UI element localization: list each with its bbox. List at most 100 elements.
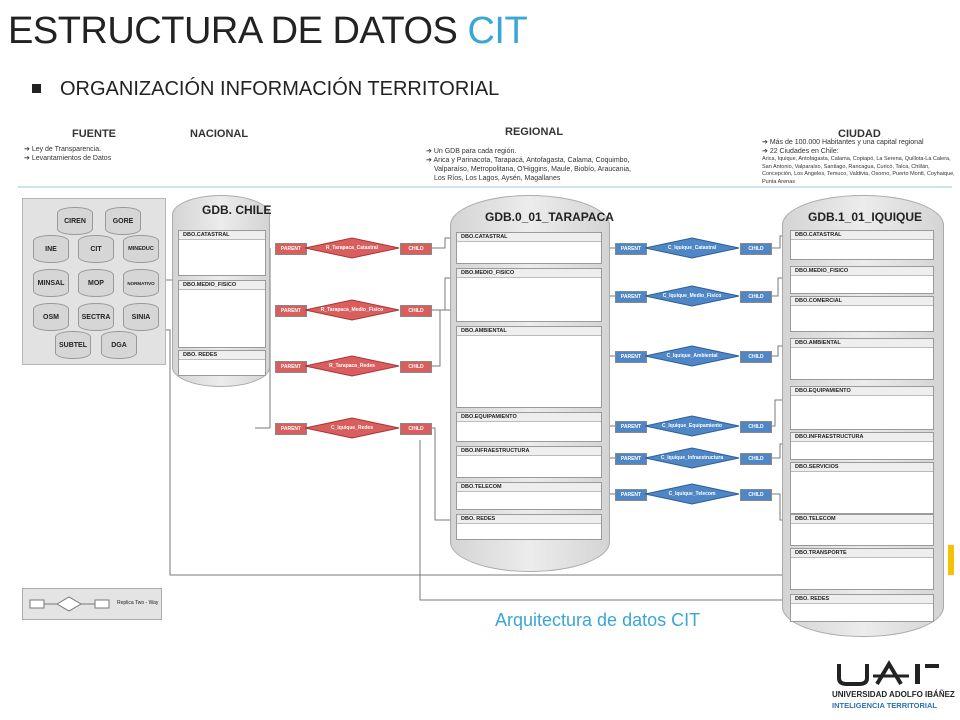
schema-box: DBO. REDES [790,594,934,622]
schema-box: DBO. REDES [178,350,266,376]
sources-panel: CIREN GORE INE CIT MINEDUC MINSAL MOP NO… [22,198,166,365]
schema-title: DBO.COMERCIAL [791,297,933,306]
schema-box: DBO.AMBIENTAL [456,326,602,408]
schema-title: DBO.MEDIO_FISICO [179,281,265,290]
relation-parent: PARENT [615,453,647,465]
schema-title: DBO.CATASTRAL [791,231,933,240]
relation-child: CHILD [400,361,432,373]
schema-box: DBO.EQUIPAMIENTO [790,386,934,430]
legend: Replica Two - Way [22,588,162,620]
relation-child: CHILD [740,291,772,303]
relation-child: CHILD [400,243,432,255]
source-db: OSM [33,303,69,331]
relation-child: CHILD [740,489,772,501]
relation-child: CHILD [400,305,432,317]
schema-box: DBO.CATASTRAL [790,230,934,260]
schema-box: DBO.TRANSPORTE [790,548,934,590]
source-db: MINEDUC [123,235,159,263]
relation-name: R_Tarapaca_Catastral [325,245,379,251]
regional-notes: ➔ Un GDB para cada región. ➔ Arica y Par… [426,147,631,183]
diagram-caption: Arquitectura de datos CIT [495,610,701,630]
schema-title: DBO.EQUIPAMIENTO [791,387,933,396]
schema-title: DBO. REDES [179,351,265,360]
schema-box: DBO.MEDIO_FISICO [790,266,934,294]
relation-name: R_Tarapaca_Medio_Fisico [320,307,384,313]
relation-diamond [645,483,740,505]
gdb-regional-title: GDB.0_01_TARAPACA [485,210,614,224]
uai-logo-icon [837,660,939,686]
relation-diamond [305,417,400,439]
schema-title: DBO.MEDIO_FISICO [791,267,933,276]
relation-name: C_Iquique_Medio_Fisico [662,293,722,299]
schema-box: DBO.AMBIENTAL [790,338,934,380]
page-title: ESTRUCTURA DE DATOS CIT [8,10,528,53]
source-db: SINIA [123,303,159,331]
schema-title: DBO.CATASTRAL [179,231,265,240]
relation-parent: PARENT [275,305,307,317]
source-db: SECTRA [78,303,114,331]
relation-child: CHILD [740,421,772,433]
relation-name: C_Iquique_Equipamiento [661,423,722,429]
regional-note: ➔ Arica y Parinacota, Tarapacá, Antofaga… [426,157,630,164]
schema-title: DBO.INFRAESTRUCTURA [457,447,601,456]
source-db: INE [33,235,69,263]
schema-box: DBO.MEDIO_FISICO [178,280,266,348]
schema-title: DBO.TELECOM [457,483,601,492]
relation-diamond [305,355,400,377]
relation-parent: PARENT [275,423,307,435]
source-db: CIT [78,235,114,263]
subtitle: ORGANIZACIÓN INFORMACIÓN TERRITORIAL [60,78,500,100]
schema-title: DBO.INFRAESTRUCTURA [791,433,933,442]
source-db: CIREN [57,207,93,235]
relation-parent: PARENT [275,361,307,373]
ciudad-note: Arica, Iquique, Antofagasta, Calama, Cop… [762,156,951,162]
schema-title: DBO.AMBIENTAL [791,339,933,348]
schema-title: DBO.SERVICIOS [791,463,933,472]
column-regional: REGIONAL [505,126,564,138]
fuente-note: ➔ Levantamientos de Datos [24,155,112,162]
regional-note: Los Ríos, Los Lagos, Aysén, Magallanes [434,175,561,182]
schema-box: DBO.MEDIO_FISICO [456,268,602,322]
ciudad-note: Concepción, Los Angeles, Temuco, Valdivi… [762,171,955,177]
source-db: SUBTEL [55,331,91,359]
schema-box: DBO.INFRAESTRUCTURA [456,446,602,478]
schema-box: DBO.CATASTRAL [456,232,602,264]
schema-box: DBO.TELECOM [456,482,602,510]
schema-box: DBO.INFRAESTRUCTURA [790,432,934,460]
relation-diamond [305,237,400,259]
relation-diamond [645,415,740,437]
column-ciudad: CIUDAD [838,128,881,140]
column-nacional: NACIONAL [190,128,249,140]
regional-note: ➔ Un GDB para cada región. [426,148,517,155]
relation-parent: PARENT [615,489,647,501]
relation-parent: PARENT [615,291,647,303]
relation-child: CHILD [740,243,772,255]
source-db: GORE [105,207,141,235]
relation-name: R_Tarapaca_Redes [329,363,375,369]
source-db: DGA [101,331,137,359]
source-db: MOP [78,269,114,297]
column-fuente: FUENTE [72,128,116,140]
title-accent: CIT [467,10,528,52]
schema-title: DBO.TELECOM [791,515,933,524]
schema-title: DBO.AMBIENTAL [457,327,601,336]
schema-title: DBO.EQUIPAMIENTO [457,413,601,422]
relation-name: C_Iquique_Infraestructura [660,455,724,461]
bullet-icon [32,84,41,93]
regional-note: Valparaíso, Metropolitana, O'Higgins, Ma… [434,166,631,173]
schema-title: DBO.CATASTRAL [457,233,601,242]
ciudad-note: ➔ 22 Ciudades en Chile: [762,148,839,155]
schema-box: DBO.EQUIPAMIENTO [456,412,602,442]
source-db: MINSAL [33,269,69,297]
relation-diamond [305,299,400,321]
relation-name: C_Iquique_Telecom [668,491,716,497]
accent-bar [948,545,954,575]
relation-name: C_Iquique_Redes [331,425,373,431]
relation-child: CHILD [400,423,432,435]
legend-label: Replica Two - Way [117,600,159,606]
relation-diamond [645,345,740,367]
relation-child: CHILD [740,351,772,363]
fuente-notes: ➔ Ley de Transparencia. ➔ Levantamientos… [24,145,111,163]
schema-box: DBO.TELECOM [790,514,934,546]
schema-box: DBO.SERVICIOS [790,462,934,514]
